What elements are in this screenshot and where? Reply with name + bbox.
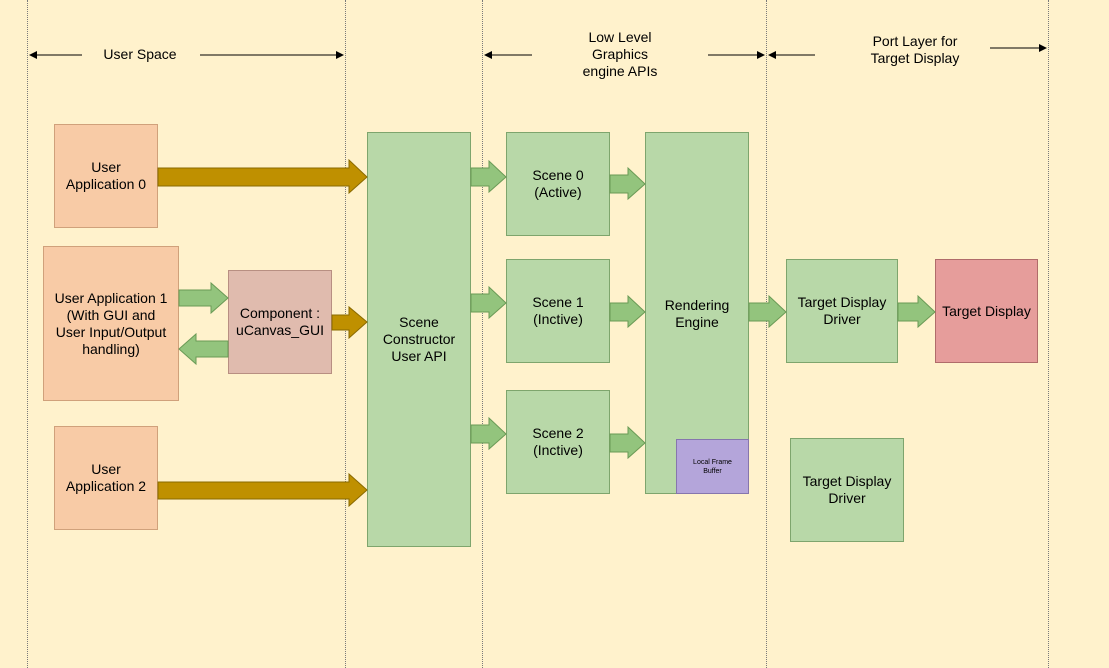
scene-0-block: Scene 0 (Active) bbox=[506, 132, 610, 236]
scene2-to-engine-arrow bbox=[609, 425, 646, 460]
target-display-driver-block: Target Display Driver bbox=[786, 259, 898, 363]
component-to-app1-arrow bbox=[178, 332, 229, 366]
app0-to-constructor-arrow bbox=[157, 158, 368, 195]
scene0-to-engine-arrow bbox=[609, 166, 646, 201]
user-application-0-block: User Application 0 bbox=[54, 124, 158, 228]
separator-line-2 bbox=[345, 0, 346, 668]
scene1-to-engine-arrow bbox=[609, 294, 646, 329]
component-to-constructor-arrow bbox=[331, 305, 368, 340]
region-label-graphics-apis: Low Level Graphics engine APIs bbox=[582, 29, 658, 79]
constructor-to-scene2-arrow bbox=[470, 416, 507, 451]
app2-to-constructor-arrow bbox=[157, 472, 368, 508]
scene-constructor-block: Scene Constructor User API bbox=[367, 132, 471, 547]
region-label-port-layer: Port Layer for Target Display bbox=[870, 33, 960, 66]
separator-line-4 bbox=[766, 0, 767, 668]
component-ucanvas-gui-block: Component : uCanvas_GUI bbox=[228, 270, 332, 374]
target-display-block: Target Display bbox=[935, 259, 1038, 363]
scene-2-block: Scene 2 (Inctive) bbox=[506, 390, 610, 494]
separator-line-5 bbox=[1048, 0, 1049, 668]
driver-to-display-arrow bbox=[897, 294, 936, 329]
rendering-engine-block: Rendering Engine bbox=[645, 132, 749, 494]
separator-line-3 bbox=[482, 0, 483, 668]
user-application-1-block: User Application 1 (With GUI and User In… bbox=[43, 246, 179, 401]
user-application-2-block: User Application 2 bbox=[54, 426, 158, 530]
target-display-driver-2-block: Target Display Driver bbox=[790, 438, 904, 542]
constructor-to-scene1-arrow bbox=[470, 285, 507, 320]
rendering-engine-label: Rendering Engine bbox=[664, 297, 730, 330]
scene-1-block: Scene 1 (Inctive) bbox=[506, 259, 610, 363]
region-label-user-space: User Space bbox=[103, 46, 177, 62]
local-frame-buffer-block: Local Frame Buffer bbox=[676, 439, 749, 494]
app1-to-component-arrow bbox=[178, 281, 229, 315]
constructor-to-scene0-arrow bbox=[470, 159, 507, 194]
separator-line-1 bbox=[27, 0, 28, 668]
engine-to-driver-arrow bbox=[748, 294, 787, 329]
